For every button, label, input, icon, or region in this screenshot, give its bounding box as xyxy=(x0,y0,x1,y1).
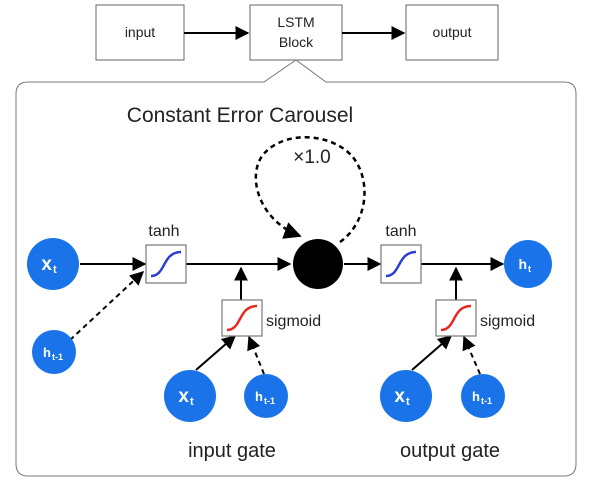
node-h-out: h t xyxy=(504,240,552,288)
input-box xyxy=(95,4,185,61)
tanh-label-input: tanh xyxy=(148,223,179,240)
node-x-input-gate: x t xyxy=(164,370,216,422)
svg-text:h: h xyxy=(255,389,263,404)
tanh-box-output xyxy=(380,244,422,284)
sigmoid-label-input: sigmoid xyxy=(266,313,321,330)
output-gate-label: output gate xyxy=(400,440,500,462)
svg-text:t: t xyxy=(406,396,410,408)
cell-state xyxy=(293,239,343,289)
svg-text:t-1: t-1 xyxy=(52,352,63,362)
input-box-label: input xyxy=(125,24,155,40)
svg-text:x: x xyxy=(394,386,405,407)
node-x-main: x t xyxy=(27,238,79,290)
lstm-block-label-line2: Block xyxy=(279,34,314,50)
node-hprev-input-gate: h t-1 xyxy=(244,374,288,418)
cec-title: Constant Error Carousel xyxy=(127,104,353,127)
svg-text:t-1: t-1 xyxy=(481,396,492,406)
tanh-label-output: tanh xyxy=(385,223,416,240)
svg-text:t: t xyxy=(53,264,57,276)
tanh-curve-input xyxy=(150,250,182,278)
sigmoid-curve-input xyxy=(226,304,258,332)
output-box xyxy=(405,4,499,61)
sigmoid-curve-output xyxy=(440,304,472,332)
arrow-hprev-to-input-gate xyxy=(247,335,265,375)
sigmoid-label-output: sigmoid xyxy=(480,313,535,330)
svg-text:x: x xyxy=(41,254,52,275)
tanh-curve-output xyxy=(385,250,417,278)
svg-text:t-1: t-1 xyxy=(264,396,275,406)
svg-text:t: t xyxy=(190,396,194,408)
lstm-block-label-line1: LSTM xyxy=(277,14,314,30)
svg-text:h: h xyxy=(472,389,480,404)
node-hprev-output-gate: h t-1 xyxy=(461,374,505,418)
node-x-output-gate: x t xyxy=(380,370,432,422)
input-gate-label: input gate xyxy=(188,440,276,462)
cec-loop xyxy=(254,136,366,244)
cec-multiplier: ×1.0 xyxy=(293,147,331,168)
output-box-label: output xyxy=(433,24,472,40)
svg-text:h: h xyxy=(518,256,527,272)
arrow-x-to-input-gate xyxy=(195,335,237,371)
arrow-hprev-to-tanh xyxy=(69,271,145,341)
svg-text:x: x xyxy=(178,386,189,407)
tanh-box-input xyxy=(145,244,187,284)
lstm-block-box xyxy=(249,4,343,61)
arrow-x-to-output-gate xyxy=(411,335,453,371)
node-hprev-main: h t-1 xyxy=(32,330,76,374)
svg-text:h: h xyxy=(43,345,51,360)
arrow-hprev-to-output-gate xyxy=(462,335,481,375)
svg-text:t: t xyxy=(528,264,531,274)
